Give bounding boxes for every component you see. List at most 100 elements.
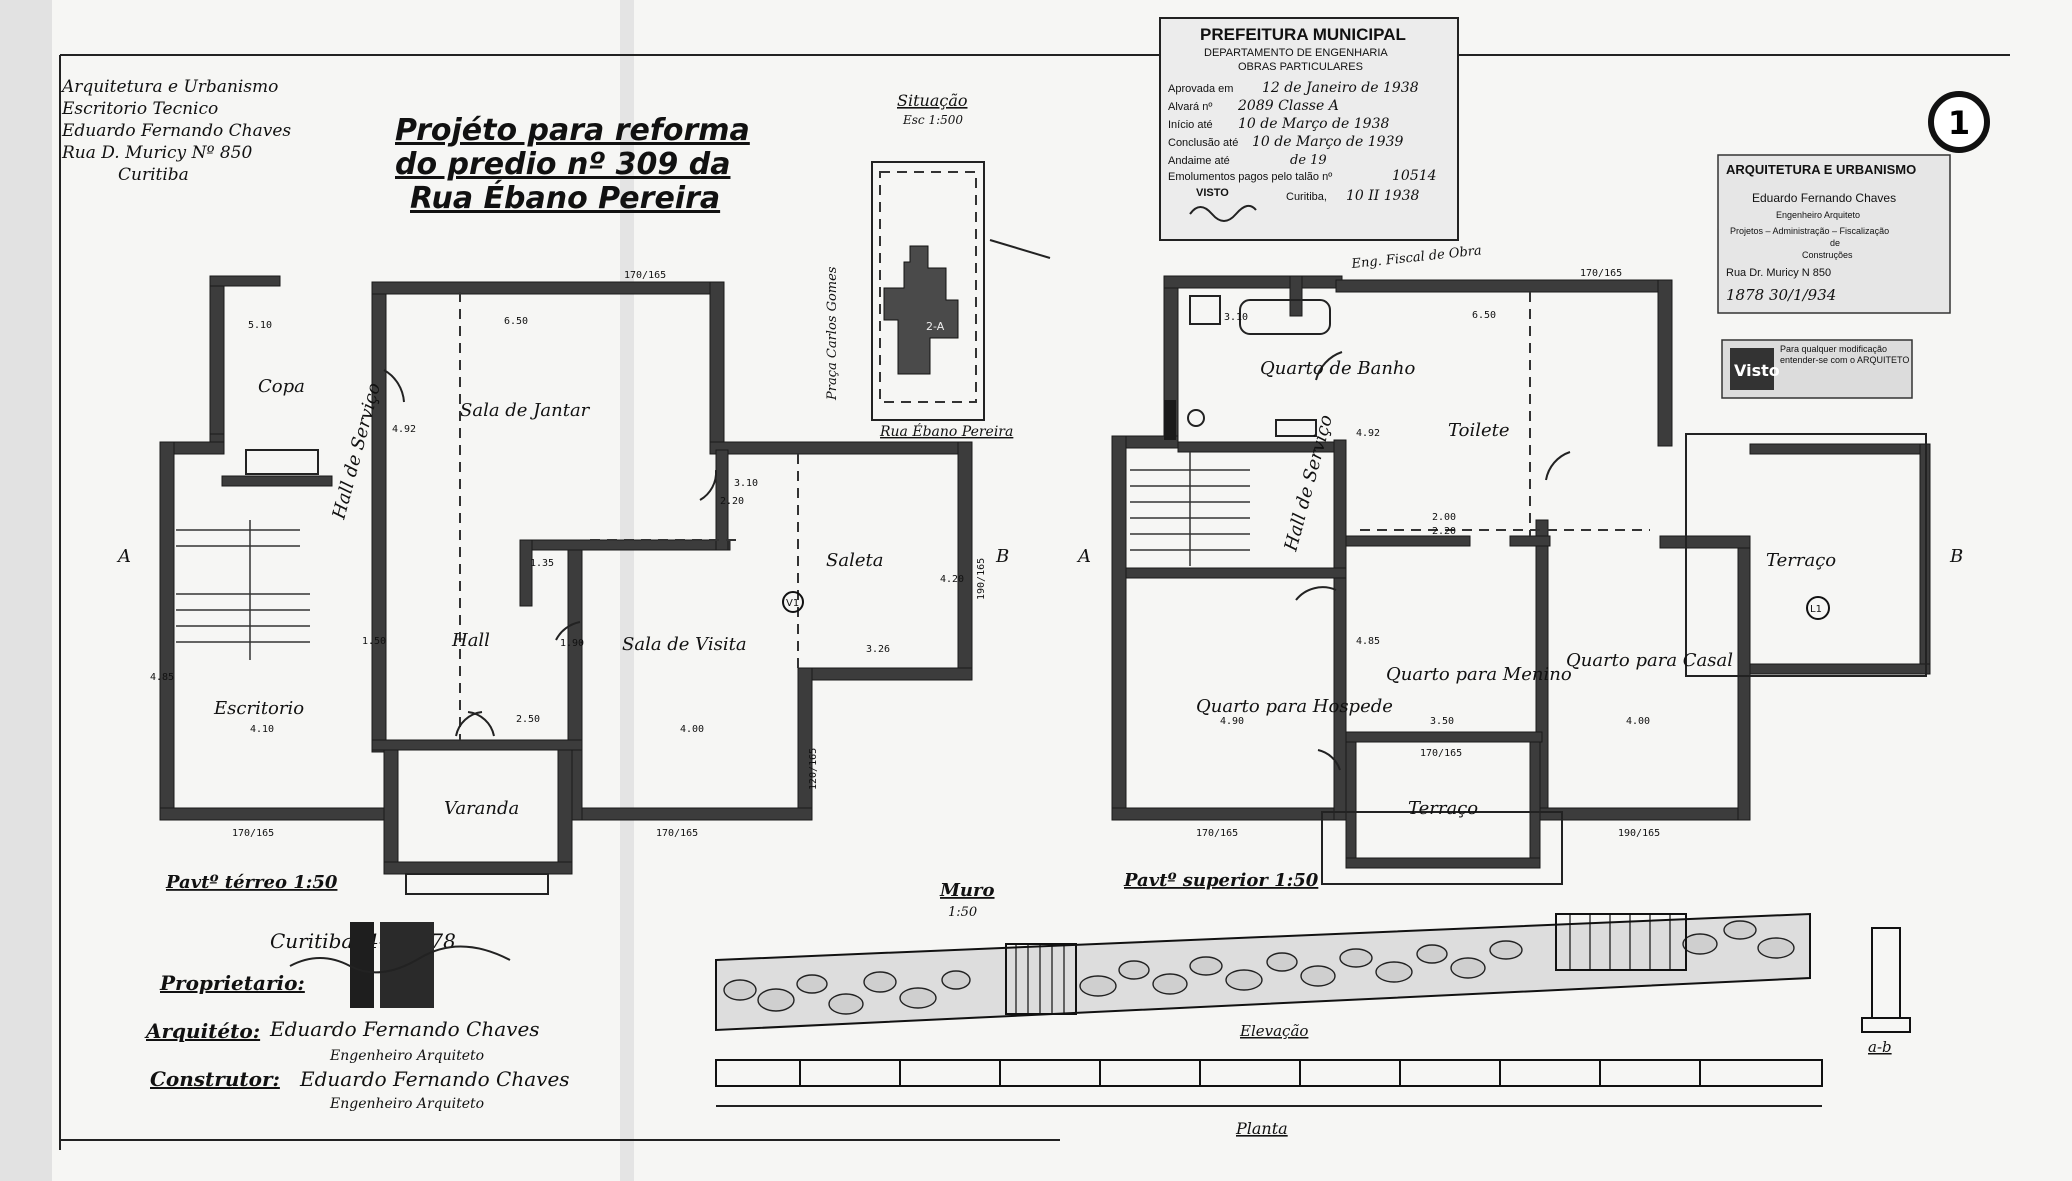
upper-dim-4: 3.50	[1430, 716, 1454, 727]
wall-elevation-label: Elevação	[1239, 1022, 1308, 1040]
ground-room-hall: Hall	[451, 630, 490, 651]
approval-row-label-5: Andaime até	[1168, 155, 1230, 167]
approval-row-label-6: Emolumentos pagos pelo talão nº	[1168, 171, 1332, 183]
wall-elevation-body	[715, 912, 1811, 1032]
ground-floor-label: Pavtº térreo 1:50	[165, 872, 338, 893]
project-title-line-1: Projéto para reforma	[395, 113, 750, 148]
ground-room-sala-visita: Sala de Visita	[622, 634, 747, 655]
approval-row-label-7: Curitiba,	[1286, 191, 1327, 203]
ground-dim-11: 4.85	[150, 672, 174, 683]
upper-room-terraco-1: Terraço	[1766, 550, 1836, 571]
wall-stones	[723, 920, 1795, 1015]
section-mark-b-left: B	[995, 546, 1009, 567]
situation-building-footprint	[883, 245, 959, 375]
owner-label: Proprietario:	[159, 971, 305, 995]
approval-row-value-4: 10 de Março de 1939	[1252, 134, 1403, 150]
office-line-5: Curitiba	[118, 165, 189, 185]
approval-row-value-2: 2089 Classe A	[1237, 98, 1339, 114]
upper-dim-7: 2.20	[1432, 526, 1456, 537]
approval-row-label-1: Aprovada em	[1168, 83, 1233, 95]
wall-plan-body	[715, 1059, 1823, 1087]
situation-lot-setback	[879, 171, 977, 403]
builder-signature: Eduardo Fernando Chaves	[299, 1067, 570, 1091]
small-stamp-block	[1730, 348, 1774, 390]
upper-floor-label: Pavtº superior 1:50	[1123, 870, 1319, 891]
architect-stamp-line-2: Projetos – Administração – Fiscalização	[1730, 226, 1889, 236]
project-title-line-2: do predio nº 309 da	[395, 147, 730, 182]
architect-stamp-name: Eduardo Fernando Chaves	[1752, 191, 1896, 205]
ground-dim-5: 5.10	[248, 320, 272, 331]
upper-dim-3: 4.90	[1220, 716, 1244, 727]
upper-dim-8: 4.92	[1356, 428, 1380, 439]
approval-stamp-header: PREFEITURA MUNICIPAL	[1200, 25, 1406, 44]
wall-plan-label: Planta	[1235, 1119, 1288, 1138]
ground-dim-4: 3.26	[866, 644, 890, 655]
approval-stamp-visto: VISTO	[1196, 187, 1229, 199]
architect-stamp-line-1: Engenheiro Arquiteto	[1776, 210, 1860, 220]
wall-title: Muro	[939, 880, 995, 901]
small-stamp-text: Para qualquer modificação entender-se co…	[1780, 344, 1910, 365]
upper-dim-9: 4.85	[1356, 636, 1380, 647]
builder-subtitle: Engenheiro Arquiteto	[329, 1096, 484, 1112]
approval-stamp-department: DEPARTAMENTO DE ENGENHARIA	[1204, 47, 1388, 59]
ground-dim-12: 3.10	[734, 478, 758, 489]
upper-room-terraco-2: Terraço	[1408, 798, 1478, 819]
upper-dim-2: 3.10	[1224, 312, 1248, 323]
upper-window-2: 170/165	[1196, 828, 1238, 839]
ground-window-4: 190/165	[976, 558, 987, 600]
wall-detail-label: a-b	[1868, 1038, 1892, 1056]
ground-dim-10: 1.90	[560, 638, 584, 649]
ground-dim-8: 2.50	[516, 714, 540, 725]
approval-stamp-section: OBRAS PARTICULARES	[1238, 61, 1363, 73]
upper-dim-6: 2.00	[1432, 512, 1456, 523]
upper-room-casal: Quarto para Casal	[1566, 650, 1733, 671]
ground-dim-9: 1.35	[530, 558, 554, 569]
approval-row-value-3: 10 de Março de 1938	[1238, 116, 1389, 132]
paper-fold-left	[0, 0, 52, 1181]
architect-stamp-frame	[1717, 154, 1951, 314]
small-stamp: Visto Para qualquer modificação entender…	[1721, 339, 1913, 399]
situation-lot-outline	[871, 161, 985, 421]
ground-window-3: 120/165	[808, 748, 819, 790]
architect-stamp: ARQUITETURA E URBANISMO Eduardo Fernando…	[1717, 154, 1951, 314]
ground-dim-1: 6.50	[504, 316, 528, 327]
architect-stamp-line-4: Construções	[1802, 250, 1853, 260]
situation-title: Situação	[897, 91, 967, 110]
ground-dim-2: 4.10	[250, 724, 274, 735]
office-line-4: Rua D. Muricy Nº 850	[61, 143, 252, 163]
small-stamp-label: Visto	[1734, 361, 1780, 380]
upper-dim-1: 6.50	[1472, 310, 1496, 321]
paper-fold-crease	[620, 0, 634, 1181]
situation-scale: Esc 1:500	[902, 113, 963, 127]
upper-floor-plan: A B L1 Quarto de Banho Toilete Hall de S…	[1076, 268, 1963, 891]
approval-stamp: PREFEITURA MUNICIPAL DEPARTAMENTO DE ENG…	[1159, 17, 1482, 272]
section-mark-a-left: A	[116, 546, 131, 567]
office-line-3: Eduardo Fernando Chaves	[61, 121, 291, 141]
situation-lot-code: 2-A	[926, 320, 945, 333]
upper-l-marker: L1	[1810, 604, 1822, 615]
upper-dim-5: 4.00	[1626, 716, 1650, 727]
sheet-number: 1	[1948, 104, 1970, 142]
approval-row-value-1: 12 de Janeiro de 1938	[1262, 80, 1419, 96]
sheet-number-badge: 1	[1928, 91, 1990, 153]
ground-dim-7: 1.50	[362, 636, 386, 647]
ground-window-2: 170/165	[232, 828, 274, 839]
project-title: Projéto para reforma do predio nº 309 da…	[395, 113, 750, 216]
architect-stamp-line-3: de	[1830, 238, 1840, 248]
architect-signature: Eduardo Fernando Chaves	[269, 1017, 540, 1041]
ground-room-sala-jantar: Sala de Jantar	[460, 400, 591, 421]
approval-row-label-3: Início até	[1168, 119, 1213, 131]
architect-label: Arquitéto:	[144, 1019, 260, 1043]
wall-scale: 1:50	[948, 905, 977, 920]
ground-room-escritorio: Escritorio	[213, 698, 304, 719]
section-mark-b-right: B	[1949, 546, 1963, 567]
signature-block: Curitiba, 4-1-1878 Proprietario: Arquité…	[144, 922, 570, 1112]
architect-stamp-header: ARQUITETURA E URBANISMO	[1726, 162, 1916, 177]
situation-north-leader	[989, 239, 1051, 259]
ground-window-5: 170/165	[656, 828, 698, 839]
wall-drawing: Muro 1:50 Elevação	[715, 880, 1911, 1138]
approval-row-label-2: Alvará nº	[1168, 101, 1212, 113]
project-title-line-3: Rua Ébano Pereira	[410, 180, 720, 216]
situation-street-bottom: Rua Ébano Pereira	[879, 422, 1013, 440]
